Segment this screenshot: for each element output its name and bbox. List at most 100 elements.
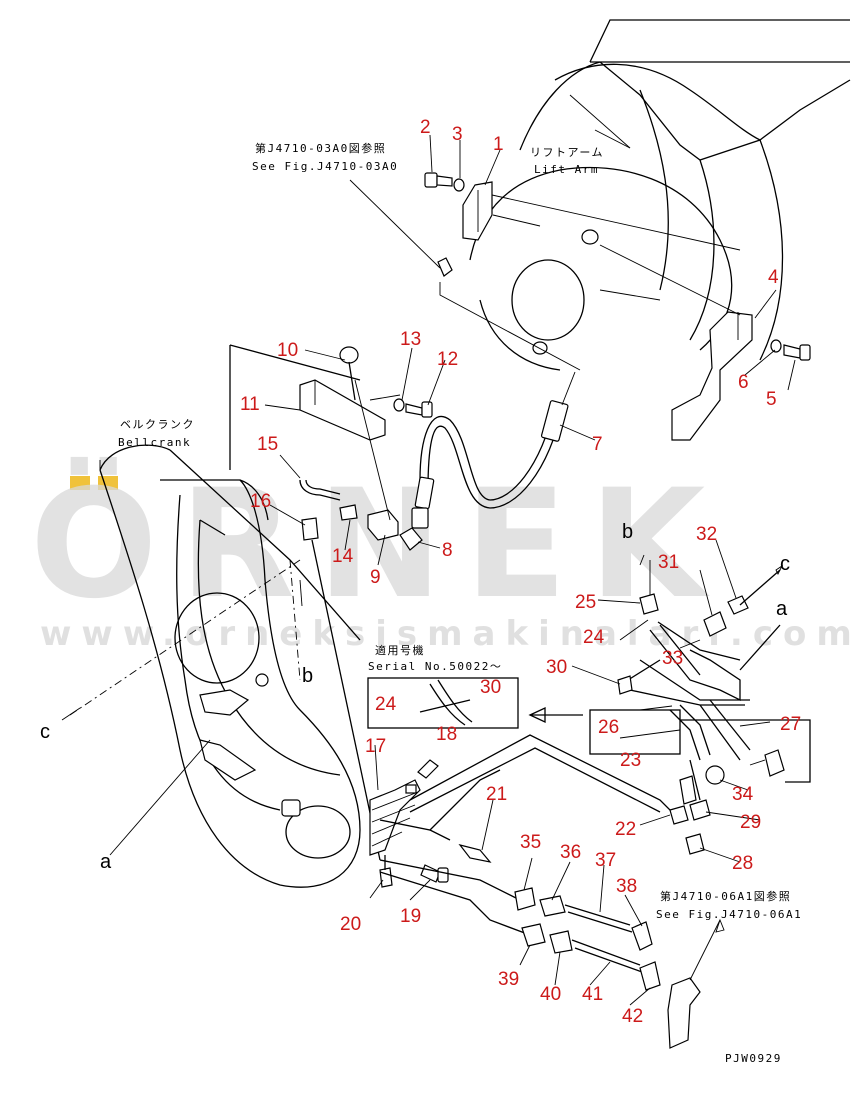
direction-lines (61, 559, 303, 856)
callout-26: 26 (598, 717, 619, 738)
callout-2: 2 (420, 117, 431, 138)
callout-22: 22 (615, 819, 636, 840)
notes: 第J4710-03A0図参照 See Fig.J4710-03A0 リフトアーム… (118, 141, 802, 1065)
callout-21: 21 (486, 784, 507, 805)
fitting-top-ref (437, 257, 581, 371)
bellcrank-en: Bellcrank (118, 436, 191, 449)
bellcrank-jp: ベルクランク (120, 418, 195, 431)
callout-23: 23 (620, 750, 641, 771)
fitting-14 (339, 504, 358, 521)
callout-13: 13 (400, 329, 421, 350)
ref-top-jp: 第J4710-03A0図参照 (255, 141, 386, 155)
lift-arm (469, 19, 851, 371)
bracket-1 (462, 181, 741, 251)
callout-36: 36 (560, 842, 581, 863)
clamp-9 (354, 379, 399, 541)
inset-callout-24: 24 (375, 694, 397, 715)
callout-29: 29 (740, 812, 761, 833)
inset-callouts: 24 30 18 (375, 677, 501, 745)
watermark-logo: ÖRNEK (30, 456, 727, 632)
bolt-5 (783, 344, 811, 361)
valve-21 (458, 843, 492, 863)
direction-b-top: b (622, 521, 633, 543)
direction-a-left: a (100, 851, 112, 873)
direction-c-left: c (40, 721, 50, 743)
callout-40: 40 (540, 984, 561, 1005)
callout-27: 27 (780, 714, 801, 735)
callout-8: 8 (442, 540, 453, 561)
callout-12: 12 (437, 349, 458, 370)
callout-11: 11 (240, 394, 260, 415)
callout-9: 9 (370, 567, 381, 588)
callout-37: 37 (595, 850, 616, 871)
plug-17b (417, 759, 439, 779)
callout-20: 20 (340, 914, 361, 935)
direction-letters: b c a b c a (40, 521, 790, 873)
serial-jp: 適用号機 (375, 643, 425, 657)
callout-42: 42 (622, 1006, 643, 1027)
inset-callout-18: 18 (436, 724, 457, 745)
pipe-assembly (617, 554, 785, 855)
callout-41: 41 (582, 984, 603, 1005)
ref-bottom-en: See Fig.J4710-06A1 (656, 908, 802, 921)
leader-lines (264, 129, 796, 1006)
washer-13 (393, 398, 405, 412)
callout-5: 5 (766, 389, 777, 410)
inset-callout-30: 30 (480, 677, 501, 698)
callout-35: 35 (520, 832, 541, 853)
callout-31: 31 (658, 552, 679, 573)
callout-24: 24 (583, 627, 605, 648)
fittings-39-40 (521, 923, 661, 991)
ref-top-en: See Fig.J4710-03A0 (252, 160, 398, 173)
bracket-ref-bottom (667, 977, 701, 1049)
bracket-4 (599, 244, 753, 441)
watermark: ÖRNEK www.orneksismakinalari.com.tr (30, 456, 851, 654)
bellcrank (99, 344, 361, 888)
watermark-dot (70, 476, 90, 490)
callout-14: 14 (332, 546, 354, 567)
fitting-16 (301, 517, 381, 861)
callout-34: 34 (732, 784, 754, 805)
bolt-2 (424, 172, 453, 188)
drawing-number: PJW0929 (725, 1052, 782, 1065)
callout-17: 17 (365, 736, 386, 757)
ref-bottom-jp: 第J4710-06A1図参照 (660, 889, 791, 903)
washer-6 (770, 339, 782, 353)
tube-15 (299, 479, 341, 501)
callout-32: 32 (696, 524, 717, 545)
serial-en: Serial No.50022～ (368, 660, 502, 673)
callout-38: 38 (616, 876, 637, 897)
direction-c-right: c (780, 553, 790, 575)
callout-15: 15 (257, 434, 278, 455)
source-box (589, 709, 681, 755)
serial-inset (367, 677, 811, 783)
valve-block-17 (369, 779, 421, 856)
callout-30: 30 (546, 657, 567, 678)
fittings-35-36 (514, 887, 653, 951)
direction-b-left: b (302, 665, 313, 687)
elbow-8 (399, 527, 423, 551)
lift-arm-en: Lift Arm (534, 163, 599, 176)
bracket-11 (299, 379, 401, 441)
callout-1: 1 (493, 134, 504, 155)
bolt-12 (405, 401, 433, 418)
bolt-10 (339, 346, 359, 401)
callout-10: 10 (277, 340, 298, 361)
callout-7: 7 (592, 434, 603, 455)
callout-19: 19 (400, 906, 421, 927)
washer-3 (453, 178, 465, 192)
direction-a-right: a (776, 598, 788, 620)
watermark-url: www.orneksismakinalari.com.tr (40, 614, 851, 654)
callout-16: 16 (250, 491, 271, 512)
hose-7 (411, 371, 576, 529)
lift-arm-jp: リフトアーム (530, 146, 604, 159)
callout-33: 33 (662, 648, 683, 669)
callout-3: 3 (452, 124, 463, 145)
callout-28: 28 (732, 853, 753, 874)
callout-39: 39 (498, 969, 519, 990)
inset-box (367, 677, 519, 729)
callout-4: 4 (768, 267, 779, 288)
bolt-19 (420, 864, 449, 883)
